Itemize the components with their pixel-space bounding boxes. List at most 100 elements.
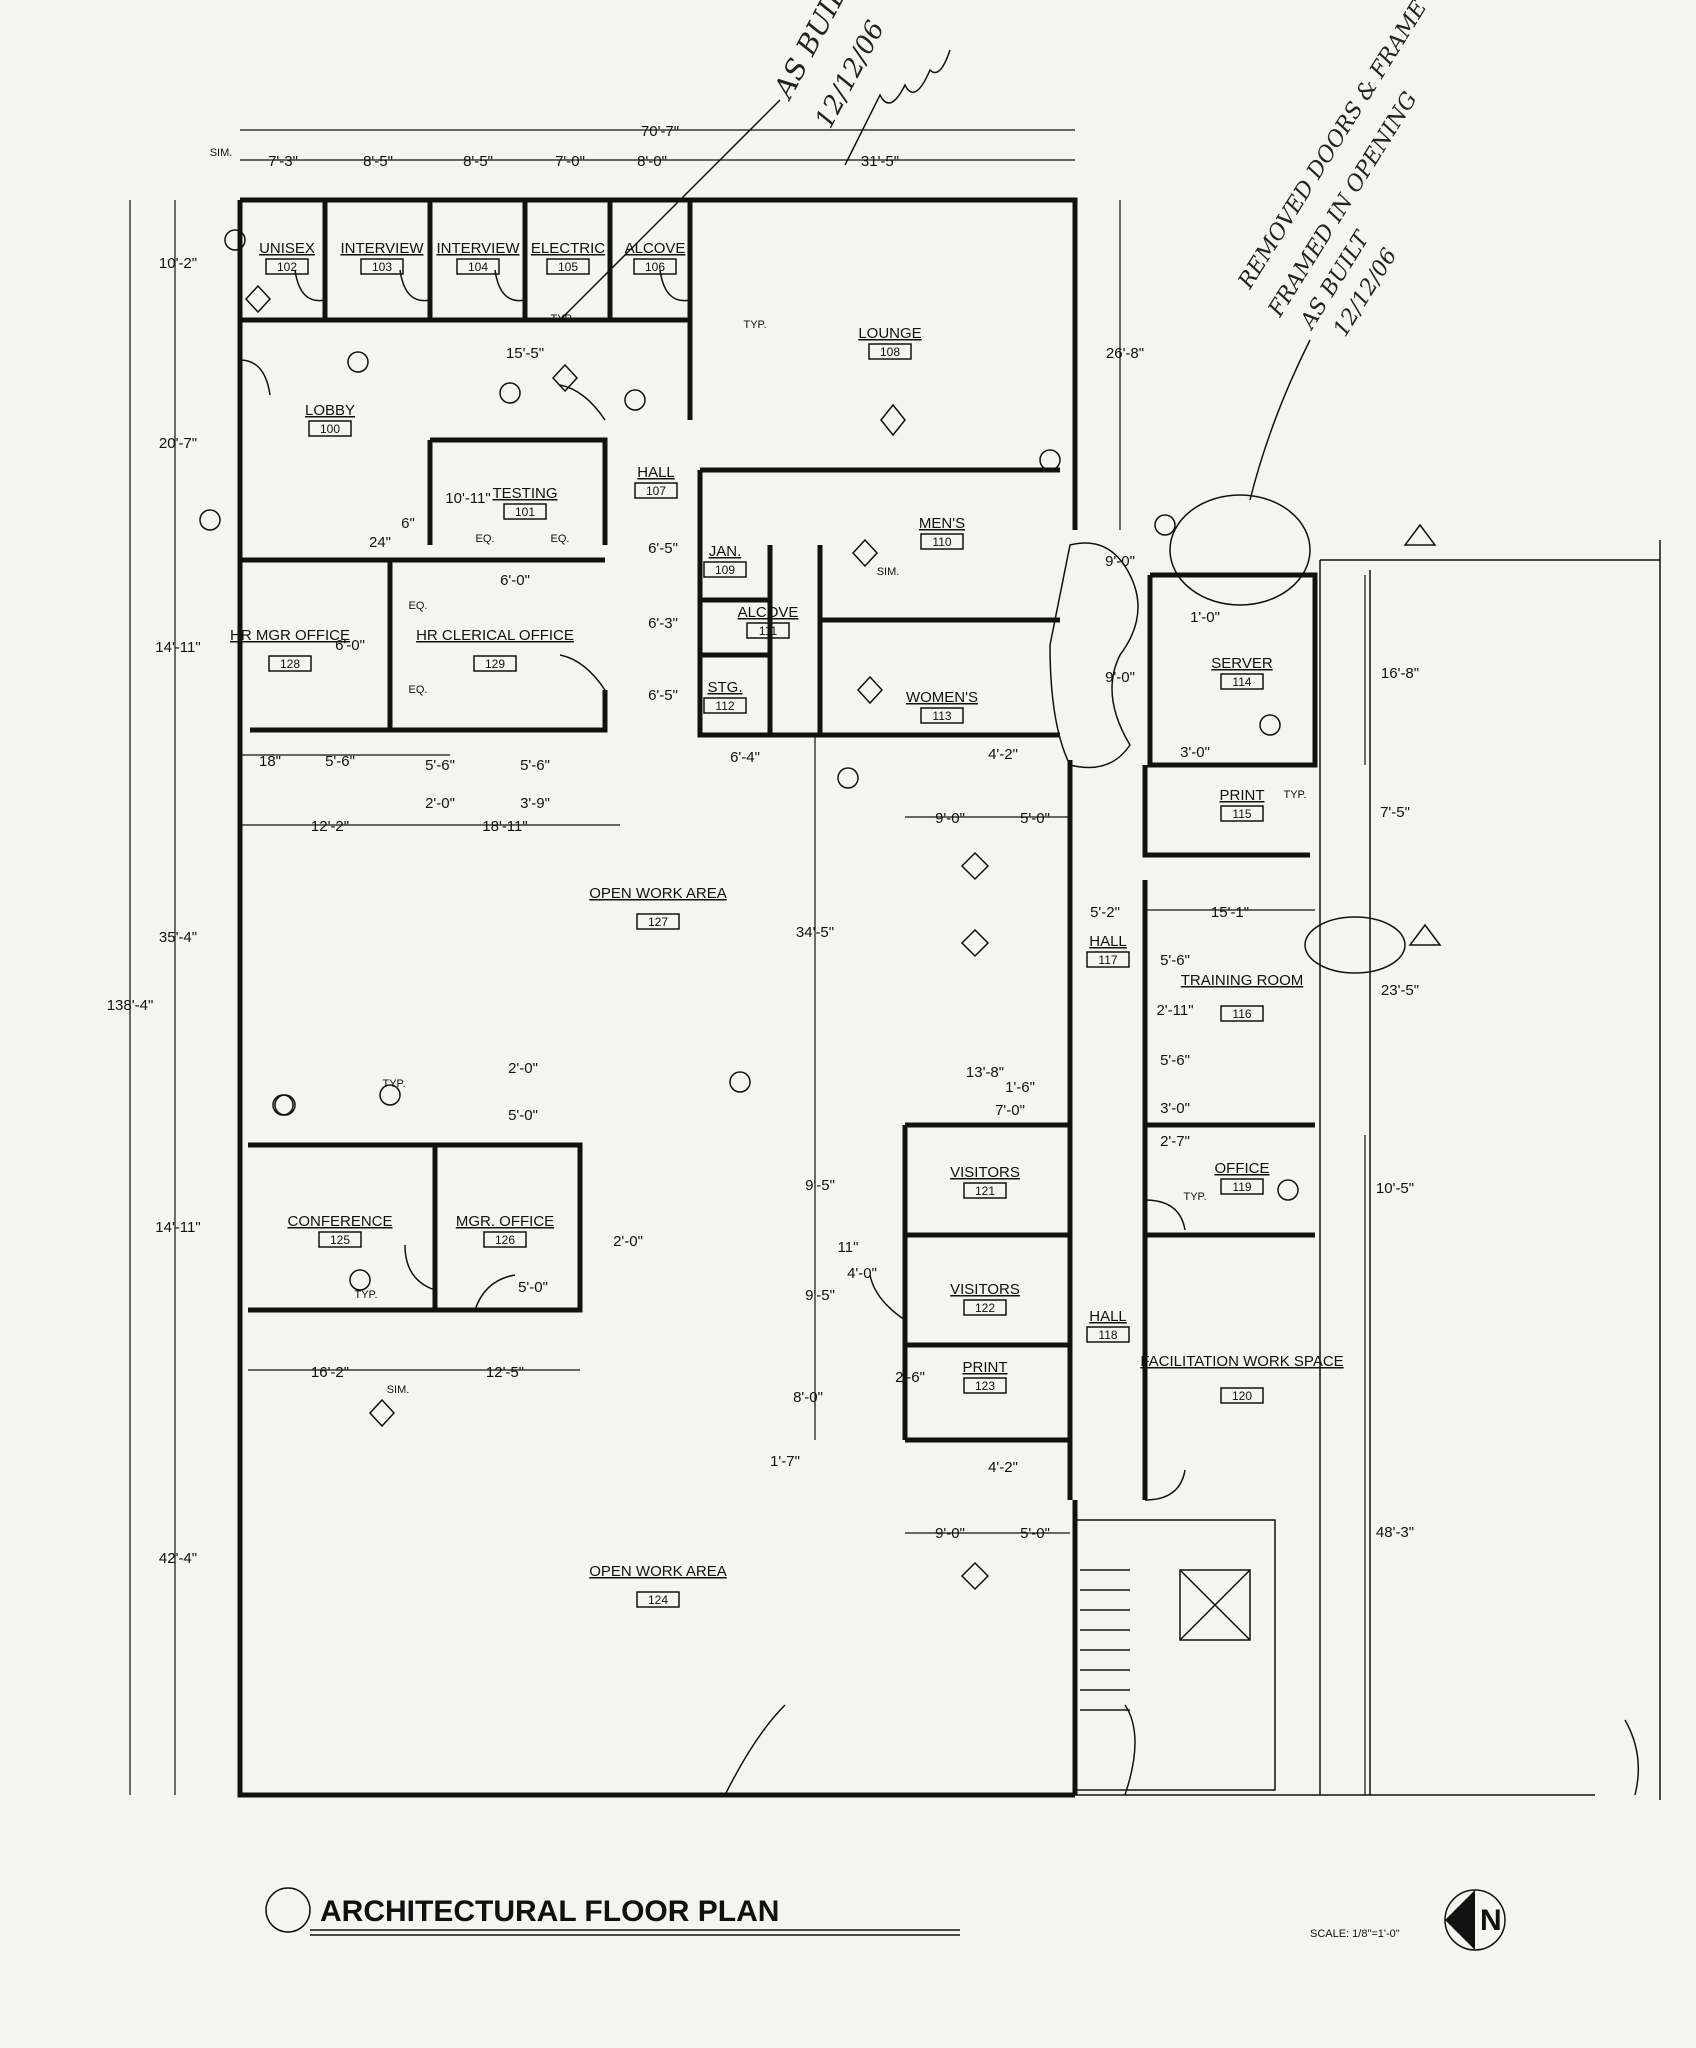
svg-text:20'-7": 20'-7" (159, 435, 197, 452)
svg-text:7'-0": 7'-0" (995, 1102, 1025, 1119)
svg-text:119: 119 (1232, 1180, 1251, 1194)
svg-text:8'-0": 8'-0" (793, 1389, 823, 1406)
room-119: OFFICE 119 (1215, 1160, 1270, 1195)
svg-text:3'-0": 3'-0" (1160, 1100, 1190, 1117)
svg-text:5'-6": 5'-6" (325, 753, 355, 770)
exterior-walls (237, 197, 1661, 1800)
room-124: OPEN WORK AREA 124 (589, 1563, 727, 1608)
svg-text:114: 114 (1232, 675, 1251, 689)
svg-text:100: 100 (320, 422, 340, 436)
svg-text:TYP.: TYP. (354, 1289, 377, 1301)
svg-text:PRINT: PRINT (963, 1359, 1008, 1376)
svg-text:8'-5": 8'-5" (363, 153, 393, 170)
svg-text:EQ.: EQ. (409, 600, 428, 612)
svg-text:14'-11": 14'-11" (155, 1219, 200, 1236)
svg-text:118: 118 (1098, 1328, 1117, 1342)
svg-text:6'-4": 6'-4" (730, 749, 760, 766)
svg-text:24": 24" (369, 534, 391, 551)
stair-treads (1080, 1569, 1130, 1711)
svg-text:126: 126 (495, 1233, 515, 1247)
svg-text:8'-0": 8'-0" (637, 153, 667, 170)
svg-text:127: 127 (648, 915, 668, 929)
svg-text:2'-6": 2'-6" (895, 1369, 925, 1386)
svg-text:15'-5": 15'-5" (506, 345, 544, 362)
svg-text:2'-0": 2'-0" (425, 795, 455, 812)
svg-text:116: 116 (1232, 1007, 1251, 1021)
svg-text:WOMEN'S: WOMEN'S (906, 689, 978, 706)
room-113: WOMEN'S 113 (906, 689, 978, 724)
room-123: PRINT 123 (963, 1359, 1008, 1394)
svg-text:112: 112 (715, 699, 734, 713)
svg-text:ELECTRIC: ELECTRIC (531, 240, 605, 257)
svg-text:48'-3": 48'-3" (1376, 1524, 1414, 1541)
svg-text:23'-5": 23'-5" (1381, 982, 1419, 999)
svg-text:10'-5": 10'-5" (1376, 1180, 1414, 1197)
svg-text:OFFICE: OFFICE (1215, 1160, 1270, 1177)
svg-text:5'-0": 5'-0" (518, 1279, 548, 1296)
svg-text:124: 124 (648, 1593, 668, 1607)
svg-text:113: 113 (932, 709, 951, 723)
svg-text:TESTING: TESTING (492, 485, 557, 502)
signature-mark (844, 49, 951, 166)
svg-text:7'-0": 7'-0" (555, 153, 585, 170)
svg-text:18": 18" (259, 753, 281, 770)
svg-text:125: 125 (330, 1233, 350, 1247)
scale-label: SCALE: 1/8"=1'-0" (1310, 1928, 1400, 1940)
svg-text:OPEN WORK AREA: OPEN WORK AREA (589, 885, 727, 902)
svg-text:LOBBY: LOBBY (305, 402, 355, 419)
svg-text:PRINT: PRINT (1220, 787, 1265, 804)
svg-text:TYP.: TYP. (743, 319, 766, 331)
svg-text:5'-6": 5'-6" (1160, 1052, 1190, 1069)
svg-text:TYP.: TYP. (1183, 1191, 1206, 1203)
svg-text:110: 110 (932, 535, 951, 549)
dimension-text: 70'-7" 7'-3" 8'-5" 8'-5" 7'-0" 8'-0" 31'… (107, 123, 1419, 1567)
svg-text:42'-4": 42'-4" (159, 1550, 197, 1567)
svg-text:INTERVIEW: INTERVIEW (340, 240, 424, 257)
svg-text:6'-0": 6'-0" (500, 572, 530, 589)
svg-text:EQ.: EQ. (476, 533, 495, 545)
north-arrow-icon: N (1444, 1889, 1506, 1951)
door-swings (239, 269, 1186, 1501)
svg-text:104: 104 (468, 260, 488, 274)
svg-text:16'-8": 16'-8" (1381, 665, 1419, 682)
svg-text:106: 106 (645, 260, 665, 274)
svg-text:3'-9": 3'-9" (520, 795, 550, 812)
svg-text:TYP.: TYP. (382, 1078, 405, 1090)
svg-text:4'-2": 4'-2" (988, 746, 1018, 763)
room-129: HR CLERICAL OFFICE 129 (416, 627, 574, 672)
svg-text:105: 105 (558, 260, 578, 274)
revision-clouds (1049, 494, 1406, 974)
svg-text:VISITORS: VISITORS (950, 1281, 1020, 1298)
svg-text:OPEN WORK AREA: OPEN WORK AREA (589, 1563, 727, 1580)
svg-text:8'-5": 8'-5" (463, 153, 493, 170)
reference-symbols: TYP. TYP. TYP. TYP. TYP. TYP. SIM. SIM. … (199, 147, 1442, 1591)
drawing-title: ARCHITECTURAL FLOOR PLAN (320, 1895, 779, 1928)
svg-text:UNISEX: UNISEX (259, 240, 315, 257)
svg-text:1'-6": 1'-6" (1005, 1079, 1035, 1096)
svg-text:3'-0": 3'-0" (1180, 744, 1210, 761)
svg-text:2'-0": 2'-0" (613, 1233, 643, 1250)
room-127: OPEN WORK AREA 127 (589, 885, 727, 930)
svg-text:6'-3": 6'-3" (648, 615, 678, 632)
room-109: JAN.109 (703, 543, 747, 578)
svg-text:SERVER: SERVER (1211, 655, 1273, 672)
svg-text:123: 123 (975, 1379, 995, 1393)
svg-text:4'-0": 4'-0" (847, 1265, 877, 1282)
svg-text:7'-3": 7'-3" (268, 153, 298, 170)
svg-text:6'-5": 6'-5" (648, 540, 678, 557)
svg-text:129: 129 (485, 657, 505, 671)
svg-text:109: 109 (715, 563, 735, 577)
svg-text:9'-0": 9'-0" (1105, 553, 1135, 570)
svg-text:HR CLERICAL OFFICE: HR CLERICAL OFFICE (416, 627, 574, 644)
svg-text:6'-0": 6'-0" (335, 637, 365, 654)
svg-text:102: 102 (277, 260, 297, 274)
